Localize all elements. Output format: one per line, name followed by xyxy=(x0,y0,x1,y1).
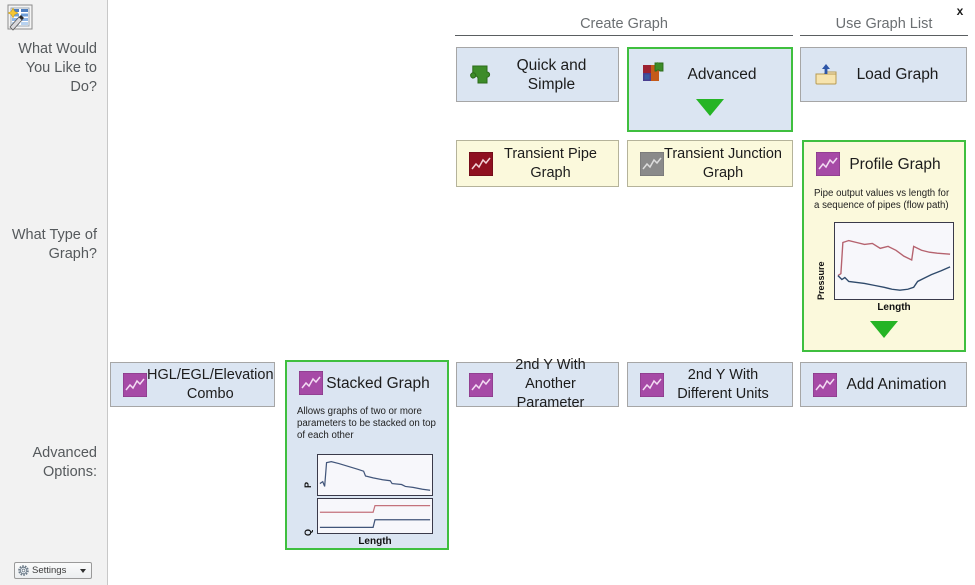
option-transient-junction-graph[interactable]: Transient Junction Graph xyxy=(627,140,793,187)
green-puzzle-icon xyxy=(470,65,491,83)
option-profile-graph[interactable]: Profile Graph Pipe output values vs leng… xyxy=(802,140,966,352)
preview-y-label-top: P xyxy=(303,481,313,488)
profile-graph-preview: Pressure Length xyxy=(810,222,954,313)
section-header-create-graph: Create Graph xyxy=(455,16,793,36)
sidebar: What Would You Like to Do? What Type of … xyxy=(0,0,108,585)
option-label: 2nd Y With Different Units xyxy=(677,366,769,402)
grey-chart-icon xyxy=(640,151,664,176)
option-add-animation[interactable]: Add Animation xyxy=(800,362,967,407)
purple-chart-icon xyxy=(813,372,837,397)
sidebar-label-advanced-options: Advanced Options: xyxy=(32,445,98,480)
section-header-use-graph-list: Use Graph List xyxy=(800,16,968,36)
option-stacked-graph[interactable]: Stacked Graph Allows graphs of two or mo… xyxy=(285,360,449,550)
chevron-down-icon[interactable] xyxy=(80,568,86,573)
purple-chart-icon xyxy=(816,152,840,176)
purple-chart-icon xyxy=(123,372,147,397)
sidebar-label-what-to-do: What Would You Like to Do? xyxy=(18,41,97,95)
option-hgl-egl-elevation-combo[interactable]: HGL/EGL/Elevation Combo xyxy=(110,362,275,407)
preview-plot-bottom xyxy=(319,504,431,528)
option-label: Load Graph xyxy=(856,66,939,83)
option-load-graph[interactable]: Load Graph xyxy=(800,47,967,102)
option-quick-and-simple[interactable]: Quick and Simple xyxy=(456,47,619,102)
sidebar-label-graph-type: What Type of Graph? xyxy=(11,227,97,262)
green-down-arrow-icon xyxy=(870,321,898,338)
graph-wizard-icon xyxy=(7,4,33,31)
option-label: Transient Junction Graph xyxy=(664,145,782,181)
settings-button[interactable]: Settings xyxy=(14,562,92,579)
option-2nd-y-with-different-units[interactable]: 2nd Y With Different Units xyxy=(627,362,793,407)
preview-y-label: Pressure xyxy=(816,261,826,300)
option-label: Advanced xyxy=(687,65,757,83)
option-transient-pipe-graph[interactable]: Transient Pipe Graph xyxy=(456,140,619,187)
option-description: Pipe output values vs length for a seque… xyxy=(814,188,950,211)
red-chart-icon xyxy=(469,151,493,176)
option-label: 2nd Y With Another Parameter xyxy=(515,357,586,411)
option-label: Profile Graph xyxy=(849,155,941,173)
preview-x-label: Length xyxy=(358,536,392,547)
option-description: Allows graphs of two or more parameters … xyxy=(297,406,436,441)
preview-y-label-bottom: Q xyxy=(303,528,313,536)
option-label: HGL/EGL/Elevation Combo xyxy=(147,366,274,402)
option-label: Add Animation xyxy=(846,376,947,393)
option-label: Stacked Graph xyxy=(326,374,430,392)
multicolor-puzzle-icon xyxy=(643,62,664,81)
purple-chart-icon xyxy=(299,371,323,395)
option-advanced[interactable]: Advanced xyxy=(627,47,793,132)
option-label: Transient Pipe Graph xyxy=(504,145,597,181)
close-button[interactable]: x xyxy=(956,4,964,18)
option-2nd-y-with-another-parameter[interactable]: 2nd Y With Another Parameter xyxy=(456,357,619,411)
open-folder-up-arrow-icon xyxy=(815,63,837,84)
preview-plot xyxy=(837,239,951,291)
stacked-graph-preview: P Q Length xyxy=(295,454,433,547)
settings-label: Settings xyxy=(32,565,67,576)
preview-x-label: Length xyxy=(877,302,911,313)
gear-icon xyxy=(18,565,29,576)
green-down-arrow-icon xyxy=(696,99,724,116)
purple-chart-icon xyxy=(640,372,664,397)
option-label: Quick and Simple xyxy=(516,56,587,93)
preview-plot-top xyxy=(319,461,431,491)
purple-chart-icon xyxy=(469,372,493,397)
